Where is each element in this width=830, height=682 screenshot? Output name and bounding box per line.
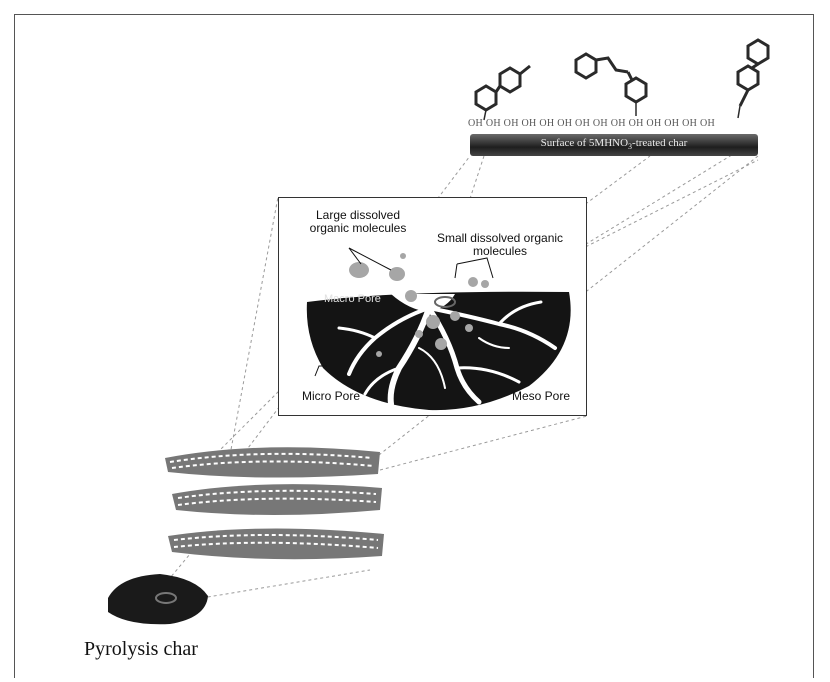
large-molecules-label: Large dissolved organic molecules [300, 209, 416, 235]
biphenyl-molecule [476, 66, 530, 120]
graphene-layers [165, 447, 384, 559]
biphenyl-vertical-molecule [738, 40, 768, 118]
graphene-layer-1 [165, 447, 380, 477]
pyrolysis-char-label: Pyrolysis char [84, 638, 198, 661]
micro-pore-label: Micro Pore [302, 389, 360, 403]
surface-label-prefix: Surface of 5MHNO [541, 137, 628, 149]
graphene-layer-3 [168, 528, 384, 559]
macro-pore-label: Macro Pore [324, 293, 381, 305]
small-molecules-label: Small dissolved organic molecules [436, 232, 564, 258]
surface-label-suffix: -treated char [632, 137, 687, 149]
diphenylpropane-molecule [576, 54, 646, 116]
meso-pore-label: Meso Pore [512, 389, 570, 403]
pyrolysis-char-particle [108, 574, 208, 624]
hydroxyl-groups-row: OH OH OH OH OH OH OH OH OH OH OH OH OH O… [468, 118, 768, 129]
graphene-layer-2 [172, 484, 382, 515]
treated-char-surface-label: Surface of 5MHNO3-treated char [470, 137, 758, 151]
